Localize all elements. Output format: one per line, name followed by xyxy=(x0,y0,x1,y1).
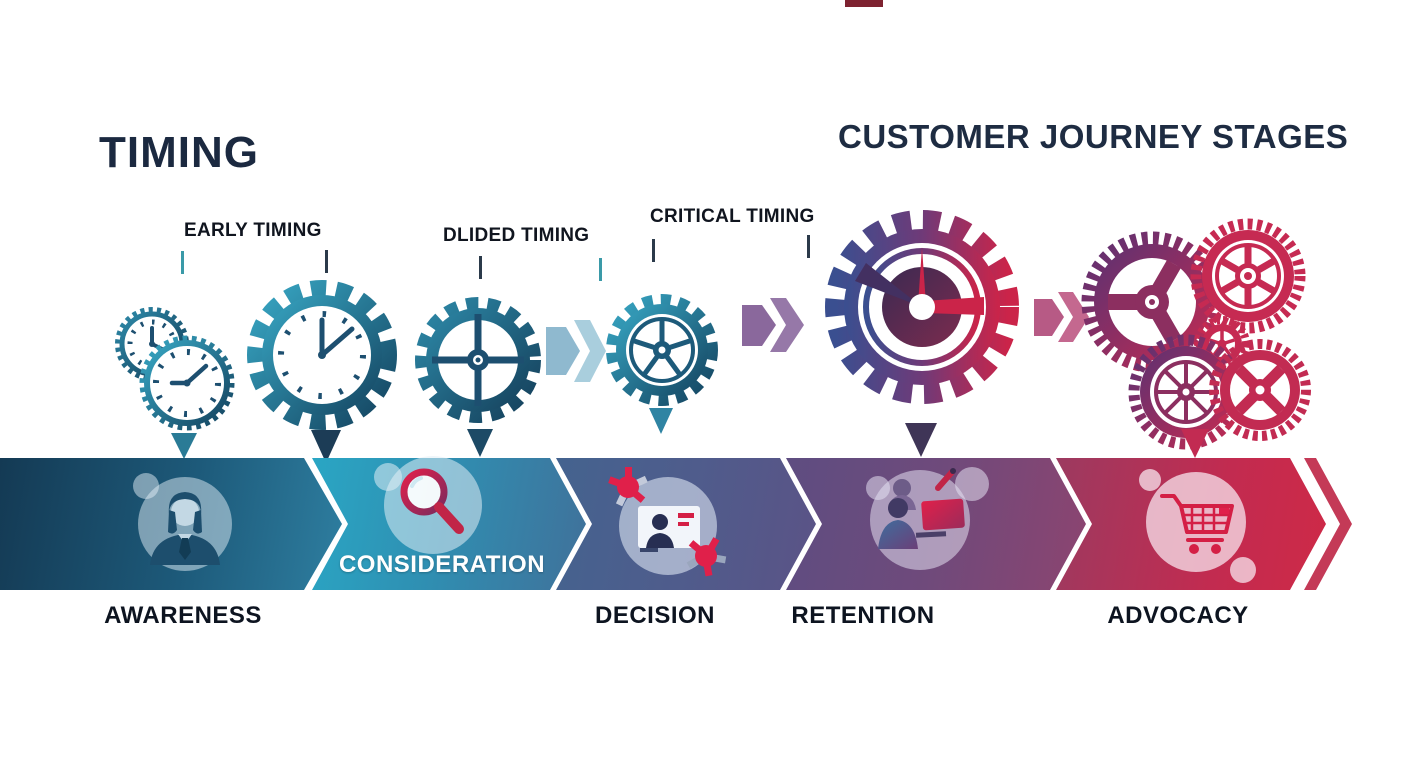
stage-chevron-retention xyxy=(786,458,1086,590)
tick-dlided-right xyxy=(599,258,602,281)
tick-early-right xyxy=(325,250,328,273)
stage-label-awareness: AWARENESS xyxy=(104,602,262,629)
timing-marker-critical: CRITICAL TIMING xyxy=(650,206,815,227)
clock-pair-icon xyxy=(115,307,235,431)
purple-arrow-icon xyxy=(742,298,804,352)
tick-critical-right xyxy=(807,235,810,258)
timing-marker-dlided: DLIDED TIMING xyxy=(443,225,590,246)
stage-chevron-decision xyxy=(556,458,816,590)
tick-dlided-left xyxy=(479,256,482,279)
crosshair-gear-icon xyxy=(415,297,541,423)
stage-chevron-advocacy xyxy=(1056,458,1326,590)
light-blue-arrow-icon xyxy=(546,320,606,382)
tick-critical-left xyxy=(652,239,655,262)
stage-chevron-awareness xyxy=(0,458,342,590)
gear-cluster-icon xyxy=(1081,218,1311,450)
gauge-gear-icon xyxy=(825,210,1019,404)
journey-band xyxy=(0,458,1408,590)
stage-label-consideration: CONSIDERATION xyxy=(338,551,546,578)
stage-label-decision: DECISION xyxy=(594,602,716,629)
page-title-timing: TIMING xyxy=(99,128,259,177)
tick-early-left xyxy=(181,251,184,274)
stage-label-advocacy: ADVOCACY xyxy=(1107,602,1249,629)
stage-label-retention: RETENTION xyxy=(791,602,935,629)
pink-arrow-icon xyxy=(1034,292,1089,342)
page-title-journey: CUSTOMER JOURNEY STAGES xyxy=(838,118,1349,155)
timing-marker-early: EARLY TIMING xyxy=(184,220,322,241)
top-edge-mark xyxy=(845,0,883,7)
pointer-triangles xyxy=(171,408,1209,463)
wheel-gear-icon xyxy=(606,294,718,406)
clock-gear-icon xyxy=(247,280,397,430)
